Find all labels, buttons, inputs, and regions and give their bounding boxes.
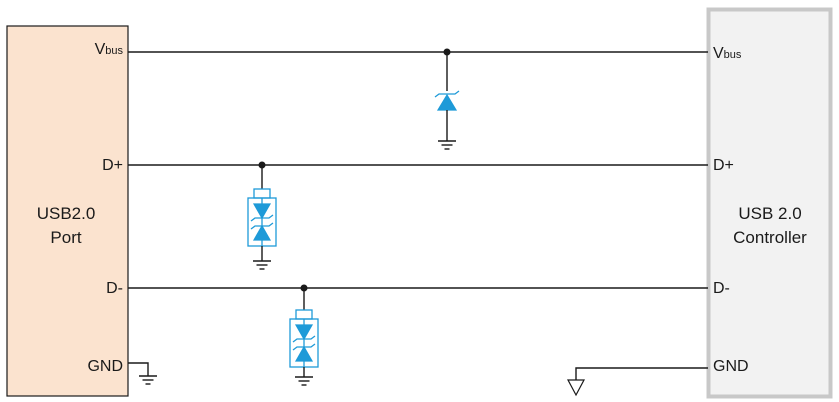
usb-controller-block: USB 2.0 Controller Vbus D+ D- GND (706, 7, 833, 399)
port-vbus-main: V (95, 41, 106, 58)
ground-icon (295, 376, 313, 386)
controller-dminus-label: D- (713, 280, 730, 297)
controller-ground (567, 367, 708, 397)
controller-vbus-main: V (713, 45, 724, 62)
port-dplus-label: D+ (102, 157, 123, 174)
port-vbus-sub: bus (105, 45, 123, 57)
vbus-tvs-branch (434, 48, 460, 150)
controller-vbus-label: Vbus (713, 45, 742, 62)
controller-vbus-sub: bus (724, 49, 742, 61)
tvs-diode-icon (434, 90, 460, 111)
dplus-tvs-branch (247, 161, 277, 270)
controller-gnd-label: GND (713, 358, 749, 375)
ground-icon (253, 260, 271, 270)
signal-ground-icon (567, 379, 585, 397)
usb-controller-name-line2: Controller (733, 228, 807, 247)
port-gnd-label: GND (87, 358, 123, 375)
bidirectional-tvs-icon (247, 188, 277, 247)
usb-port-name-line2: Port (50, 228, 81, 247)
dminus-tvs-branch (289, 284, 319, 386)
ground-icon (139, 375, 157, 385)
port-dminus-label: D- (106, 280, 123, 297)
usb-controller-body (706, 7, 833, 399)
usb-port-name-line1: USB2.0 (37, 204, 96, 223)
controller-dplus-label: D+ (713, 157, 734, 174)
usb-controller-name-line1: USB 2.0 (738, 204, 801, 223)
ground-icon (438, 140, 456, 150)
bidirectional-tvs-icon (289, 309, 319, 368)
port-vbus-label: Vbus (95, 41, 124, 58)
usb-port-body (6, 25, 129, 397)
port-ground (128, 362, 157, 385)
usb-port-block: USB2.0 Port Vbus D+ D- GND (6, 25, 129, 397)
port-gnd-stub (128, 362, 149, 376)
controller-gnd-stub (575, 367, 708, 380)
